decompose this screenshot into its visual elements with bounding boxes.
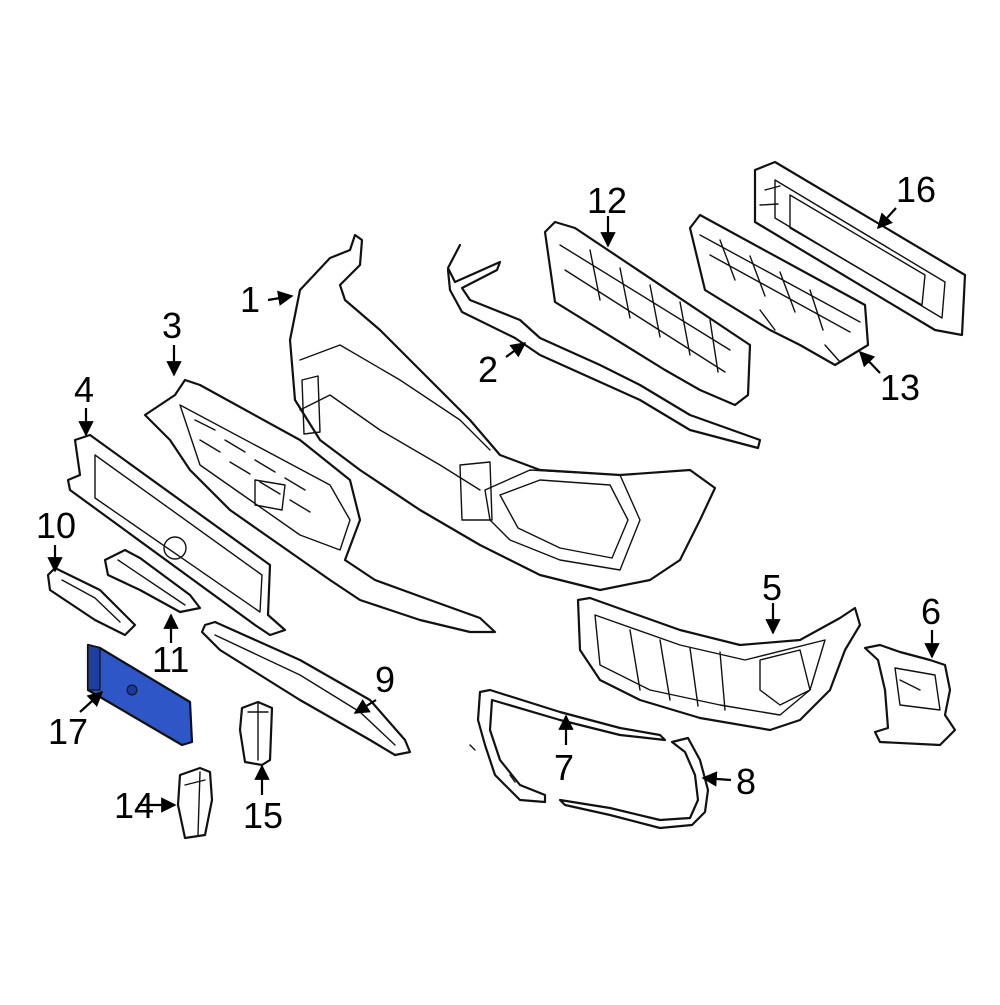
callout-9: 9: [375, 659, 395, 700]
callout-12: 12: [587, 180, 627, 221]
part-17-license-bracket: [86, 643, 194, 747]
callout-16: 16: [896, 169, 936, 210]
callout-17: 17: [48, 711, 88, 752]
part-15-cap: [238, 700, 274, 767]
part-1-bumper-cover: [288, 233, 717, 592]
callout-10: 10: [36, 505, 76, 546]
callout-6: 6: [921, 591, 941, 632]
callout-leaders: [47, 207, 940, 813]
part-5-housing: [576, 596, 862, 732]
callout-11: 11: [152, 639, 189, 680]
part-4-grille-frame: [66, 433, 287, 637]
callout-3: 3: [162, 305, 182, 346]
callout-14: 14: [114, 785, 154, 826]
part-13-absorber: [688, 213, 870, 367]
callout-2: 2: [478, 349, 498, 390]
part-14-cap: [176, 766, 214, 840]
part-7-bezel: [469, 688, 667, 804]
part-9-lower-trim: [200, 620, 412, 757]
part-12-reinforcement: [543, 220, 752, 407]
callout-15: 15: [243, 795, 283, 836]
callout-7: 7: [554, 747, 574, 788]
part-11-bracket: [103, 548, 202, 614]
part-16-absorber-plate: [753, 160, 967, 337]
callout-1: 1: [240, 279, 260, 320]
part-8-bezel: [558, 736, 710, 830]
part-6-bracket: [863, 643, 957, 747]
part-2-bracket: [446, 243, 762, 450]
callout-13: 13: [880, 367, 920, 408]
part-3-grille: [143, 378, 497, 634]
callout-5: 5: [762, 567, 782, 608]
callout-4: 4: [74, 369, 94, 410]
callout-labels: 1 2 3 4 5 6 7 8 9 10 11 12 13 14 15 16 1…: [36, 169, 941, 836]
callout-8: 8: [736, 761, 756, 802]
